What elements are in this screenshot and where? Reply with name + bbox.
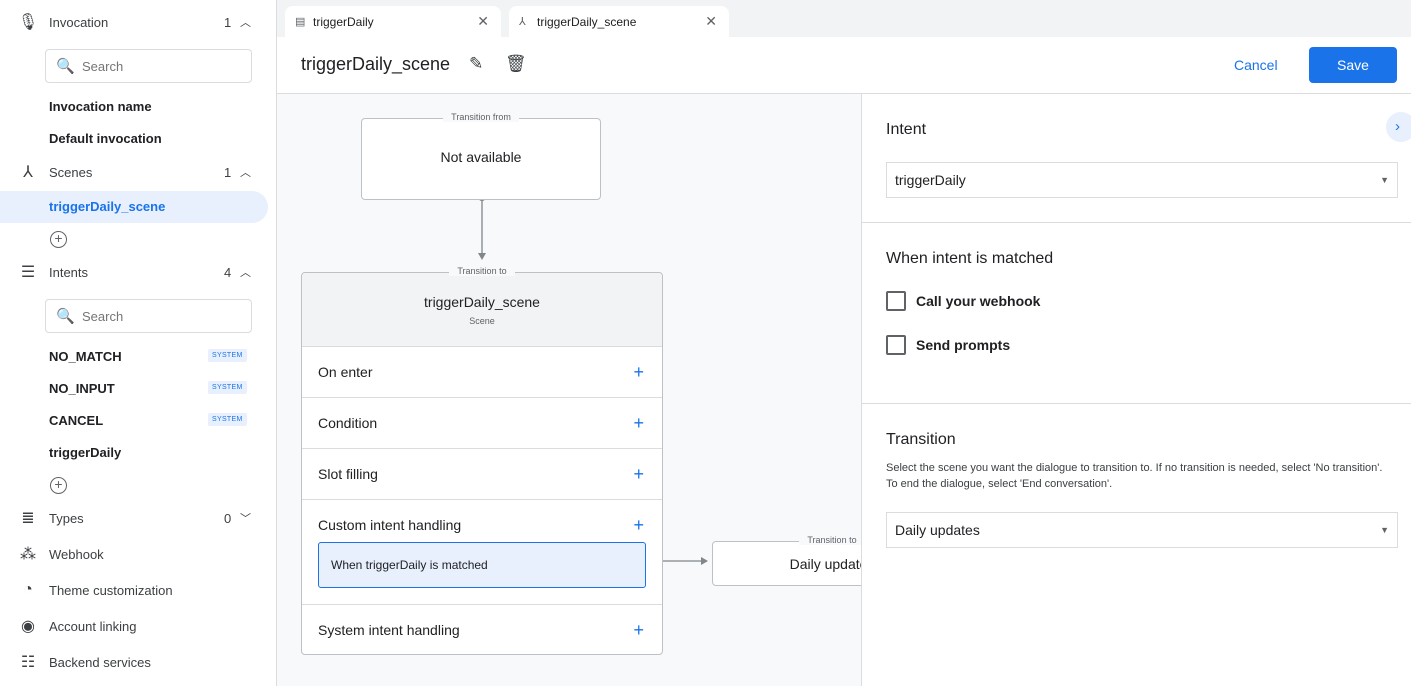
add-scene-icon[interactable]: + [50,231,67,248]
flow-canvas[interactable]: Transition from Not available Transition… [277,94,861,686]
sidebar-section-types[interactable]: ≣ Types 0 ﹀ [0,503,276,533]
close-icon[interactable]: ✕ [477,13,489,29]
transition-select[interactable]: Daily updates▼ [886,512,1398,548]
add-icon[interactable]: + [633,413,644,433]
sidebar-item-theme[interactable]: ◔ Theme customization [0,575,276,605]
scene-box: Transition to triggerDaily_scene Scene O… [301,266,663,655]
scene-name: triggerDaily_scene [424,294,540,310]
system-intent-row[interactable]: System intent handling+ [302,604,662,655]
matched-heading: When intent is matched [886,250,1054,267]
chevron-up-icon[interactable]: ︿ [240,17,251,29]
save-button[interactable]: Save [1309,47,1397,83]
connector-arrow [701,557,708,565]
transition-from-text: Not available [440,149,522,165]
add-icon[interactable]: + [633,515,644,535]
microphone-icon: 🎙 [17,14,39,31]
page-title: triggerDaily_scene [301,54,451,74]
dropdown-arrow-icon: ▼ [1380,525,1389,535]
sidebar-item-scene[interactable]: triggerDaily_scene [0,191,268,223]
invocation-search-input[interactable] [82,58,232,74]
sidebar-item-invocation-name[interactable]: Invocation name [49,99,152,114]
legend: Transition to [449,266,515,276]
system-badge: SYSTEM [208,349,247,362]
webhook-icon: ⁂ [20,546,36,563]
transition-heading: Transition [886,431,956,448]
add-intent-icon[interactable]: + [50,477,67,494]
intent-icon: ▤ [295,16,306,28]
add-icon[interactable]: + [633,620,644,640]
close-icon[interactable]: ✕ [705,13,717,29]
sidebar: 🎙 Invocation 1 ︿ 🔍 Invocation name Defau… [0,0,277,686]
edit-pencil-icon[interactable]: ✎ [469,54,484,73]
sidebar-section-intents[interactable]: ☰ Intents 4 ︿ [0,257,276,287]
sidebar-item-intent[interactable]: CANCEL [49,413,104,428]
next-scene-box[interactable]: Transition to Daily updates [712,535,861,586]
cancel-button[interactable]: Cancel [1221,47,1291,83]
account-circle-icon: ◉ [21,618,35,635]
legend: Transition from [443,112,519,122]
sidebar-section-scenes[interactable]: ⅄ Scenes 1 ︿ [0,157,276,187]
connector-arrow [478,253,486,260]
intent-heading: Intent [886,121,927,138]
intent-select[interactable]: triggerDaily▼ [886,162,1398,198]
intent-list-icon: ☰ [20,264,36,281]
add-icon[interactable]: + [633,464,644,484]
sidebar-item-account-linking[interactable]: ◉ Account linking [0,611,276,641]
sidebar-item-default-invocation[interactable]: Default invocation [49,131,162,146]
sidebar-item-backend-services[interactable]: ☷ Backend services [0,647,276,677]
legend: Transition to [799,535,861,545]
palette-icon: ◔ [23,581,33,598]
send-prompts-checkbox[interactable]: Send prompts [886,335,1010,355]
intent-handler-item[interactable]: When triggerDaily is matched [318,542,646,588]
scenes-merge-icon: ⅄ [23,164,33,181]
next-scene-text: Daily updates [789,556,861,572]
intents-search[interactable]: 🔍 [45,299,252,333]
transition-description: Select the scene you want the dialogue t… [886,462,1383,490]
condition-row[interactable]: Condition+ [302,397,662,448]
search-icon: 🔍 [56,308,75,325]
scene-header: triggerDaily_scene Scene [302,273,662,346]
custom-intent-row[interactable]: Custom intent handling+ When triggerDail… [302,499,662,604]
invocation-search[interactable]: 🔍 [45,49,252,83]
system-badge: SYSTEM [208,413,247,426]
chevron-up-icon[interactable]: ︿ [240,167,251,179]
tab-triggerdaily-scene[interactable]: ⅄ triggerDaily_scene ✕ [509,6,729,37]
chevron-down-icon[interactable]: ﹀ [240,513,251,525]
checkbox-icon [886,291,906,311]
checkbox-icon [886,335,906,355]
add-icon[interactable]: + [633,362,644,382]
scene-type: Scene [469,316,495,326]
search-icon: 🔍 [56,58,75,75]
transition-from-box: Transition from Not available [361,112,601,200]
call-webhook-checkbox[interactable]: Call your webhook [886,291,1040,311]
sidebar-item-intent[interactable]: NO_INPUT [49,381,115,396]
sidebar-section-invocation[interactable]: 🎙 Invocation 1 ︿ [17,14,251,31]
intents-search-input[interactable] [82,308,232,324]
system-badge: SYSTEM [208,381,247,394]
slot-filling-row[interactable]: Slot filling+ [302,448,662,499]
scene-icon: ⅄ [519,16,526,28]
types-icon: ≣ [21,510,35,527]
dropdown-arrow-icon: ▼ [1380,175,1389,185]
collapse-chevron-right-icon[interactable]: › [1386,112,1411,142]
on-enter-row[interactable]: On enter+ [302,346,662,397]
editor-header: triggerDaily_scene ✎ 🗑 Cancel Save [277,37,1411,94]
sidebar-item-intent[interactable]: NO_MATCH [49,349,122,364]
chevron-up-icon[interactable]: ︿ [240,267,251,279]
tab-triggerdaily[interactable]: ▤ triggerDaily ✕ [285,6,501,37]
tab-bar: ▤ triggerDaily ✕ ⅄ triggerDaily_scene ✕ [277,0,1411,37]
sidebar-item-webhook[interactable]: ⁂ Webhook [20,546,104,563]
delete-trash-icon[interactable]: 🗑 [505,54,527,73]
sidebar-item-intent[interactable]: triggerDaily [49,445,122,460]
intent-panel: › Intent triggerDaily▼ When intent is ma… [861,94,1411,686]
backend-settings-icon: ☷ [20,654,36,671]
